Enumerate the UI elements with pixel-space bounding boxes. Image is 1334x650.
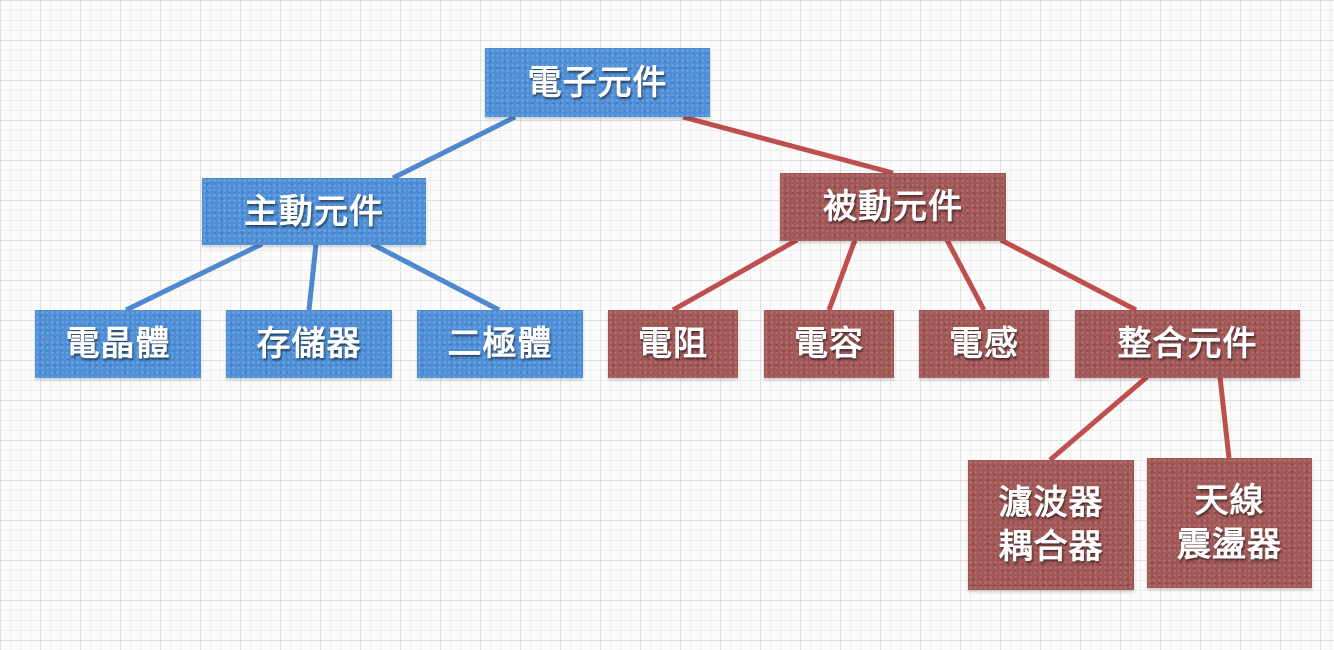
node-antenna-oscillator: 天線 震盪器: [1147, 458, 1312, 588]
edge-passive-integrated: [999, 237, 1138, 313]
node-inductor-label: 電感: [949, 324, 1019, 364]
edge-passive-inductor: [944, 238, 987, 312]
node-root-label: 電子元件: [527, 62, 668, 103]
node-resistor: 電阻: [608, 310, 738, 378]
edge-passive-capacitor: [826, 239, 858, 311]
edge-root-passive: [682, 114, 894, 176]
node-passive-components: 被動元件: [780, 173, 1006, 241]
node-passive-label: 被動元件: [823, 187, 963, 227]
node-transistor: 電晶體: [35, 310, 201, 378]
node-transistor-label: 電晶體: [65, 324, 171, 364]
node-root: 電子元件: [485, 48, 710, 117]
node-diode-label: 二極體: [447, 324, 553, 364]
edge-active-memory: [306, 243, 319, 311]
node-memory-label: 存儲器: [256, 324, 362, 364]
node-filter-coupler: 濾波器 耦合器: [968, 460, 1134, 590]
node-active-label: 主動元件: [244, 191, 384, 232]
node-antenna-oscillator-label: 天線 震盪器: [1177, 481, 1282, 565]
edge-active-diode: [370, 241, 501, 313]
node-memory: 存儲器: [226, 310, 392, 378]
node-capacitor-label: 電容: [794, 324, 864, 364]
node-integrated-components: 整合元件: [1075, 310, 1300, 378]
edge-active-transistor: [124, 241, 264, 313]
edge-integrated-filter: [1048, 375, 1149, 462]
node-filter-coupler-label: 濾波器 耦合器: [998, 483, 1104, 567]
node-inductor: 電感: [919, 310, 1049, 378]
node-resistor-label: 電阻: [638, 324, 708, 364]
node-integrated-label: 整合元件: [1117, 324, 1258, 364]
node-diode: 二極體: [417, 310, 583, 378]
node-active-components: 主動元件: [202, 178, 426, 245]
edge-root-active: [391, 114, 517, 181]
edge-integrated-antenna: [1217, 376, 1232, 459]
edge-passive-resistor: [671, 237, 799, 313]
node-capacitor: 電容: [764, 310, 894, 378]
